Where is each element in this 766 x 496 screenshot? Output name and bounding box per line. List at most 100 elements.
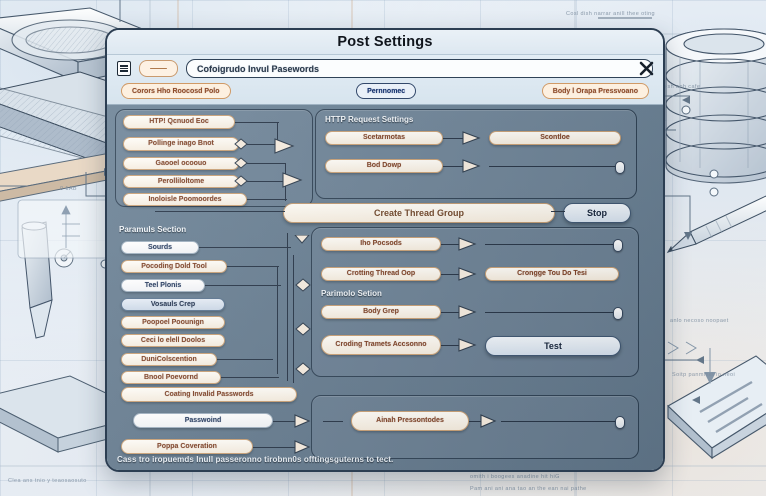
wire-b-1v	[277, 266, 279, 374]
address-input-value: Cofoigrudo Invul Pasewords	[197, 63, 320, 74]
invalid-passwords-header[interactable]: Coating Invalid Passwords	[121, 387, 297, 402]
stop-button[interactable]: Stop	[563, 203, 631, 223]
left-c-item-1[interactable]: Poppa Coveration	[121, 439, 253, 454]
wire-c-0-arrow	[294, 414, 311, 428]
left-item-2[interactable]: Gaooel ocoouo	[123, 157, 239, 170]
wire-left-2	[239, 163, 285, 165]
mid-row-2-slider-knob[interactable]	[613, 307, 623, 320]
bg-annotation-0: Cosl dish narrar anill thee oting	[566, 11, 656, 17]
tab-0[interactable]: Corors Hho Roocosd Polo	[121, 83, 231, 99]
mid-row-0-label[interactable]: Iho Pocsods	[321, 237, 441, 251]
left-b-item-5[interactable]: Ceci lo elell Doolos	[121, 334, 225, 347]
http-row-0-label[interactable]: Scetarmotas	[325, 131, 443, 145]
http-row-1-slider-knob[interactable]	[615, 161, 625, 174]
left-parameters-header: Paramuls Section	[119, 225, 187, 234]
close-x-icon[interactable]	[639, 61, 654, 76]
left-b-item-7[interactable]: Bnool Poevornd	[121, 371, 221, 384]
http-row-0-button[interactable]: Scontloe	[489, 131, 621, 145]
left-c-item-0[interactable]: Passwoind	[133, 413, 273, 428]
wire-vert-main	[287, 233, 289, 381]
mid-row-2-slider-track[interactable]	[485, 312, 619, 314]
mid-row-1-wire	[441, 274, 463, 276]
mid-row-3-arrow	[458, 338, 477, 352]
tab-1[interactable]: Pernnomec	[356, 83, 417, 99]
bg-annotation-5: omith i boogees anadine hit hiG	[470, 474, 560, 480]
bottom-row-0-label[interactable]: Ainah Pressontodes	[351, 411, 469, 431]
mid-row-0-slider-track[interactable]	[485, 244, 619, 246]
wire-c-1	[253, 447, 297, 449]
wire-b-7	[221, 377, 279, 379]
left-diamonds	[234, 138, 248, 187]
mid-row-0-slider-knob[interactable]	[613, 239, 623, 252]
left-b-item-2[interactable]: Teel Plonis	[121, 279, 205, 292]
left-item-3[interactable]: Perolliloltome	[123, 175, 239, 188]
bg-annotation-3: Soitp panmmet io neoi	[672, 372, 736, 378]
bottom-dash	[323, 421, 343, 423]
left-b-item-0[interactable]: Sourds	[121, 241, 199, 254]
wire-left-4	[247, 199, 287, 201]
bg-annotation-1: esh anh cafe	[664, 84, 701, 90]
http-row-1-label[interactable]: Bod Dowp	[325, 159, 443, 173]
left-b-item-1[interactable]: Pocoding Dold Tool	[121, 260, 227, 273]
wire-left-1	[239, 144, 279, 146]
http-settings-header: HTTP Request Settings	[325, 115, 414, 124]
bottom-row-0-slider-knob[interactable]	[615, 416, 625, 429]
wire-c-1-arrow	[294, 440, 311, 454]
http-row-0-wire	[443, 138, 469, 140]
wire-c-0	[273, 421, 297, 423]
left-column-diamonds	[294, 235, 311, 376]
mid-row-3-wire	[441, 345, 463, 347]
left-b-item-6[interactable]: DuniColscention	[121, 353, 217, 366]
tab-2[interactable]: Body l Orapa Pressvoano	[541, 83, 649, 99]
mid-row-2-label[interactable]: Body Grep	[321, 305, 441, 319]
page-title: Post Settings	[337, 34, 433, 50]
bottom-row-0-slider-track[interactable]	[501, 421, 619, 423]
http-settings-card	[315, 109, 637, 199]
http-row-1-arrow	[462, 159, 481, 173]
mid-parameters-header: Parimolo Setion	[321, 289, 382, 298]
test-button[interactable]: Test	[485, 336, 621, 356]
wire-b-0	[199, 247, 291, 249]
create-thread-group-button[interactable]: Create Thread Group	[283, 203, 555, 223]
footer-caption: Cass tro iropuemds Inull passeronno tiro…	[117, 455, 394, 464]
bg-annotation-2: anlo necoso noopaet	[670, 318, 729, 324]
wire-b-2	[205, 285, 281, 287]
left-item-0[interactable]: HTP! Qcnuod Eoc	[123, 115, 235, 129]
mid-row-1-button[interactable]: Crongge Tou Do Tesi	[485, 267, 619, 281]
left-b-item-4[interactable]: Poopoel Poounign	[121, 316, 225, 329]
action-bar-wire	[551, 211, 565, 213]
wire-vert-main2	[293, 255, 295, 383]
http-row-1-slider-track[interactable]	[489, 166, 621, 168]
http-row-0-arrow	[462, 131, 481, 145]
wire-left-3	[239, 181, 287, 183]
wire-left-0	[235, 122, 279, 124]
action-bar-wire-left	[155, 211, 285, 213]
http-row-1-wire	[443, 166, 469, 168]
left-arrowheads	[274, 138, 303, 188]
bottom-row-0-arrow	[480, 414, 497, 428]
toolbar: Cofoigrudo Invul Pasewords Corors Hho Ro…	[107, 54, 663, 105]
window-titlebar: Post Settings	[107, 30, 663, 54]
mid-row-3-label[interactable]: Croding Tramets Accsonno	[321, 335, 441, 355]
wire-b-1	[227, 266, 279, 268]
bg-annotation-7: 0 1AB	[60, 186, 77, 192]
mid-row-2-arrow	[458, 305, 477, 319]
left-b-item-3[interactable]: Vosauls Crep	[121, 298, 225, 311]
mid-row-1-arrow	[458, 267, 477, 281]
mid-row-0-arrow	[458, 237, 477, 251]
mid-row-1-label[interactable]: Crotting Thread Oop	[321, 267, 441, 281]
settings-canvas: HTP! Qcnuod Eoc Pollinge inago Bnot Gaoo…	[107, 105, 663, 470]
address-input[interactable]: Cofoigrudo Invul Pasewords	[186, 59, 653, 78]
left-item-1[interactable]: Pollinge inago Bnot	[123, 137, 239, 151]
hamburger-menu-icon[interactable]	[117, 61, 131, 76]
bg-annotation-4: Clea ans tnio y teaosaosuto	[8, 478, 87, 484]
mid-row-2-wire	[441, 312, 463, 314]
wire-left-0b	[277, 122, 279, 143]
left-item-4[interactable]: Inoloisle Poomoordes	[123, 193, 247, 206]
minimize-pill-icon[interactable]	[139, 60, 178, 77]
bottom-row-0-wire	[469, 421, 485, 423]
wire-b-6	[217, 359, 273, 361]
mid-row-0-wire	[441, 244, 463, 246]
bg-annotation-6: Pam ani ani ana tao an the ean nai pathe	[470, 486, 587, 492]
post-settings-window: Post Settings Cofoigrudo Invul Pasewords…	[105, 28, 665, 472]
